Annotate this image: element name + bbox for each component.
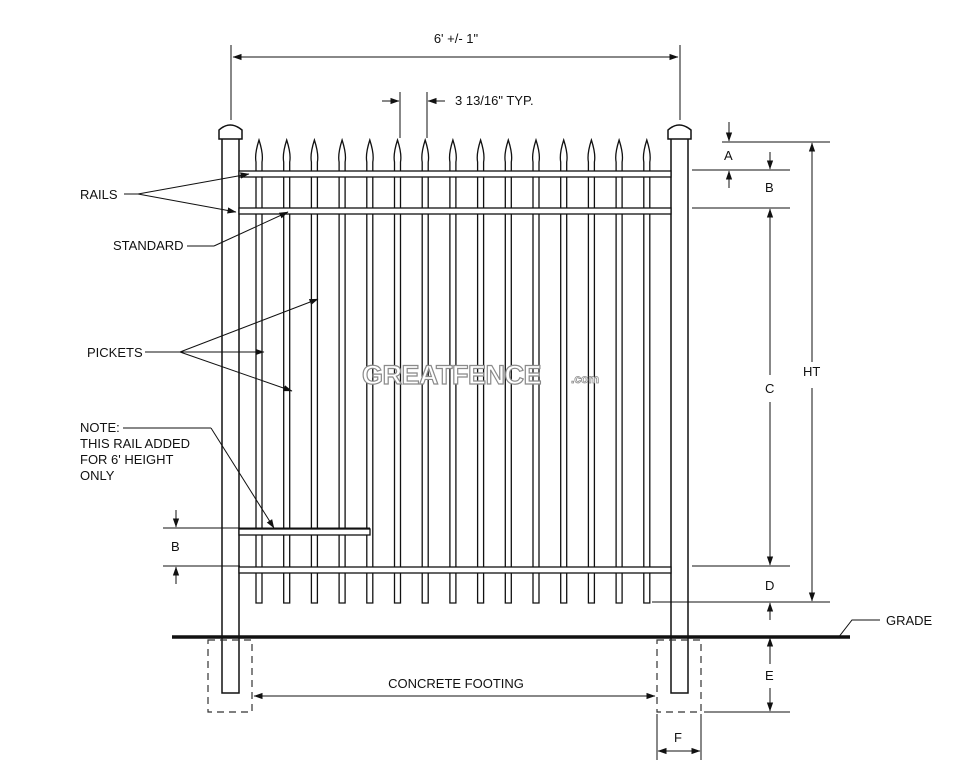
concrete-footing-label: CONCRETE FOOTING — [388, 676, 524, 691]
concrete-footing-dimension: CONCRETE FOOTING — [253, 676, 656, 700]
greatfence-watermark: GREATFENCE .com — [361, 359, 599, 390]
added-rail-segment — [238, 528, 371, 536]
left-post — [218, 124, 243, 694]
rails-callout: RAILS — [80, 172, 250, 214]
grade-label: GRADE — [886, 613, 933, 628]
picket-spacing-label: 3 13/16" TYP. — [455, 93, 534, 108]
vertical-dimensions: A B C D E HT — [652, 122, 830, 713]
picket — [476, 137, 485, 604]
right-post — [667, 124, 692, 694]
dim-b-label: B — [765, 180, 774, 195]
watermark-suffix: .com — [571, 372, 599, 386]
bottom-rail — [238, 566, 672, 574]
picket — [615, 137, 624, 604]
picket — [338, 137, 347, 604]
picket — [310, 137, 319, 604]
picket — [282, 137, 291, 604]
standard-label: STANDARD — [113, 238, 184, 253]
picket — [531, 137, 541, 604]
picket — [254, 137, 264, 604]
watermark-part-2: FENCE — [452, 360, 541, 390]
pickets-callout: PICKETS — [87, 298, 319, 392]
dim-d-label: D — [765, 578, 774, 593]
dim-e-label: E — [765, 668, 774, 683]
picket-spacing-dimension: 3 13/16" TYP. — [382, 92, 534, 138]
note-line-2: THIS RAIL ADDED — [80, 436, 190, 451]
dim-b-lower: B — [163, 510, 370, 584]
picket — [642, 137, 651, 604]
picket — [393, 137, 402, 604]
dim-f-label: F — [674, 730, 682, 745]
picket — [587, 137, 596, 604]
picket — [448, 137, 457, 604]
picket — [365, 137, 374, 604]
dim-f: F — [656, 714, 702, 760]
pickets-group — [254, 137, 651, 604]
standard-callout: STANDARD — [113, 211, 289, 253]
picket — [504, 137, 513, 604]
concrete-footings — [207, 639, 702, 713]
picket — [559, 137, 568, 604]
dim-ht-label: HT — [803, 364, 820, 379]
picket — [421, 137, 430, 604]
note-callout: NOTE: THIS RAIL ADDED FOR 6' HEIGHT ONLY — [80, 420, 275, 529]
overall-width-label: 6' +/- 1" — [434, 31, 479, 46]
grade-callout: GRADE — [837, 613, 933, 639]
watermark-part-1: GREAT — [362, 360, 453, 390]
rails-label: RAILS — [80, 187, 118, 202]
overall-width-dimension: 6' +/- 1" — [230, 31, 681, 120]
rails-group — [238, 170, 672, 574]
pickets-label: PICKETS — [87, 345, 143, 360]
dim-c-label: C — [765, 381, 774, 396]
dim-a-label: A — [724, 148, 733, 163]
note-line-4: ONLY — [80, 468, 115, 483]
second-rail — [238, 207, 672, 215]
dim-b-lower-label: B — [171, 539, 180, 554]
svg-text:GREATFENCE: GREATFENCE — [362, 360, 541, 390]
note-line-1: NOTE: — [80, 420, 120, 435]
top-rail — [238, 170, 672, 178]
note-line-3: FOR 6' HEIGHT — [80, 452, 174, 467]
